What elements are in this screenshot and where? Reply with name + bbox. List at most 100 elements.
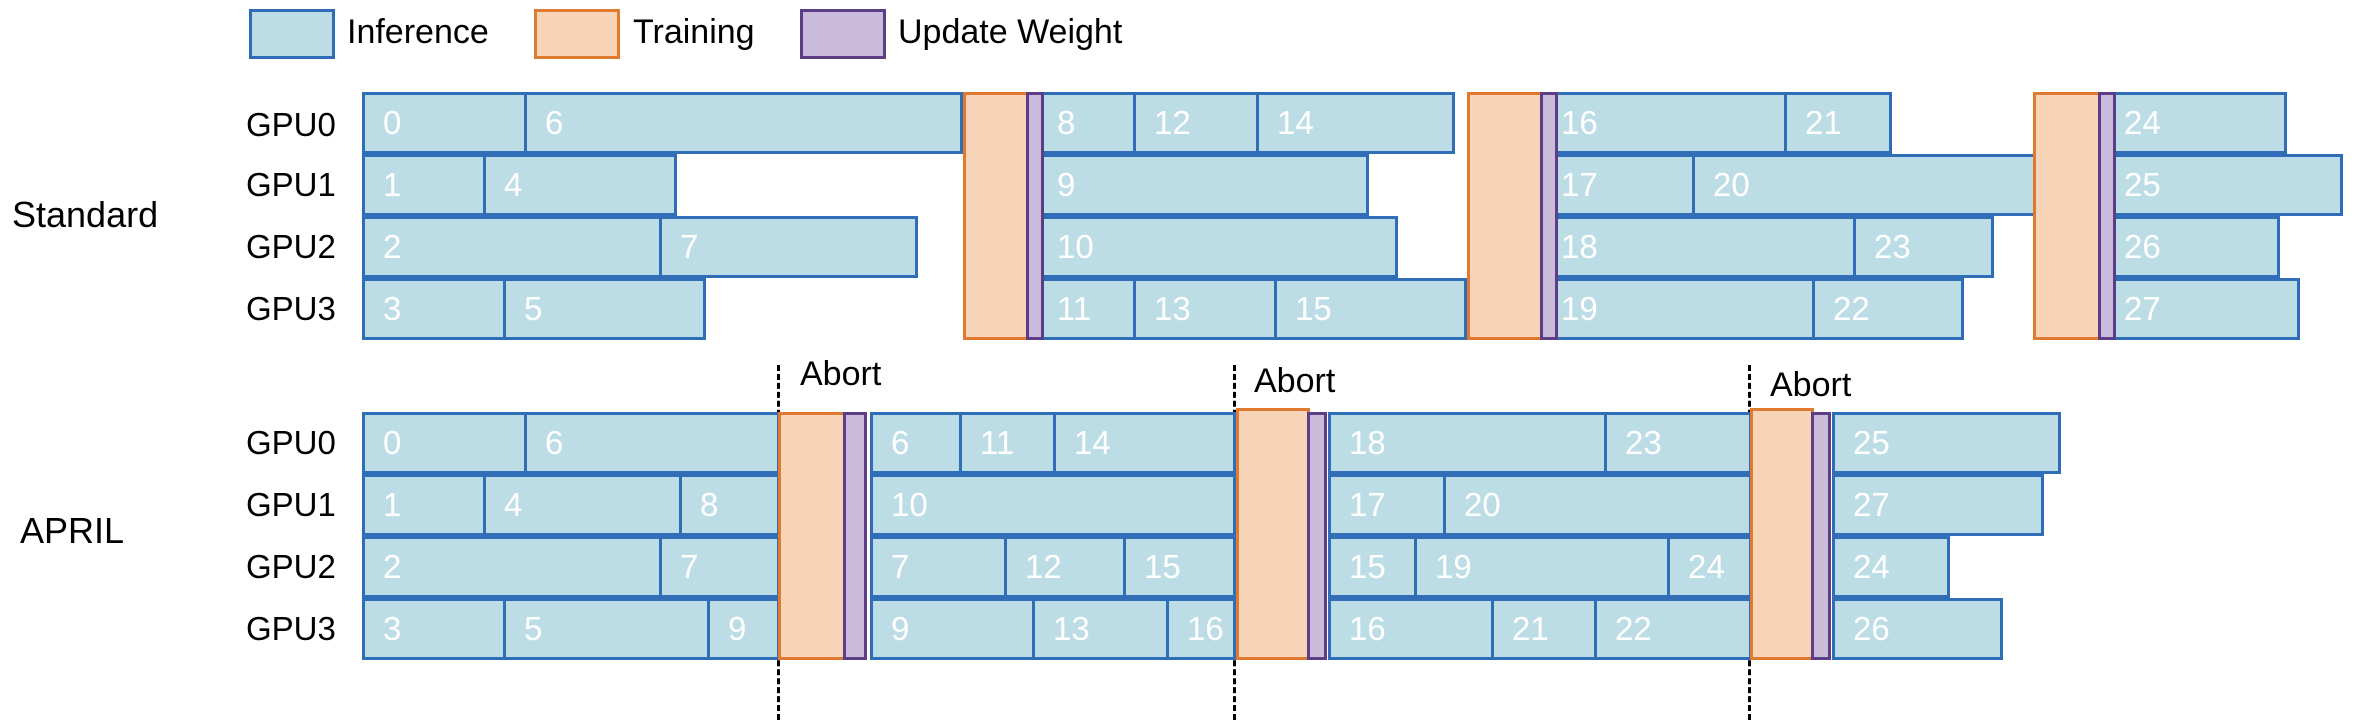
task-id: 17 xyxy=(1349,486,1386,523)
inference-task: 23 xyxy=(1853,216,1994,278)
task-id: 27 xyxy=(1853,486,1890,523)
update-weight-block xyxy=(1307,412,1327,660)
task-id: 14 xyxy=(1074,424,1111,461)
inference-task: 18 xyxy=(1328,412,1607,474)
task-id: 12 xyxy=(1154,104,1191,141)
task-id: 7 xyxy=(680,548,699,585)
inference-task: 16 xyxy=(1166,598,1236,660)
training-block xyxy=(1467,92,1543,340)
task-id: 22 xyxy=(1833,290,1870,327)
task-id: 0 xyxy=(383,424,402,461)
task-id: 13 xyxy=(1053,610,1090,647)
task-id: 22 xyxy=(1615,610,1652,647)
task-id: 8 xyxy=(1057,104,1076,141)
standard-label: Standard xyxy=(12,194,159,235)
inference-task: 24 xyxy=(2103,92,2287,154)
april-gpu3-label: GPU3 xyxy=(246,610,336,647)
training-block xyxy=(1750,408,1814,660)
task-id: 24 xyxy=(2124,104,2161,141)
task-id: 9 xyxy=(1057,166,1076,203)
task-id: 4 xyxy=(504,166,523,203)
task-id: 19 xyxy=(1561,290,1598,327)
inference-task: 2 xyxy=(362,216,662,278)
task-id: 18 xyxy=(1561,228,1598,265)
task-id: 20 xyxy=(1464,486,1501,523)
april-label: APRIL xyxy=(20,510,125,551)
update-weight-block xyxy=(1540,92,1558,340)
task-id: 2 xyxy=(383,548,402,585)
inference-task: 1 xyxy=(362,474,486,536)
task-id: 15 xyxy=(1349,548,1386,585)
task-id: 1 xyxy=(383,486,402,523)
inference-task: 6 xyxy=(870,412,962,474)
training-block xyxy=(1236,408,1310,660)
inference-task: 24 xyxy=(1667,536,1752,598)
inference-task: 12 xyxy=(1133,92,1259,154)
inference-task: 22 xyxy=(1594,598,1752,660)
legend-update-weight-swatch xyxy=(800,9,886,59)
update-weight-block xyxy=(1811,412,1831,660)
standard-gpu2-label: GPU2 xyxy=(246,228,336,265)
task-id: 26 xyxy=(2124,228,2161,265)
task-id: 6 xyxy=(545,424,564,461)
april-gpu0-label: GPU0 xyxy=(246,424,336,461)
inference-task: 2 xyxy=(362,536,662,598)
task-id: 10 xyxy=(1057,228,1094,265)
task-id: 8 xyxy=(700,486,719,523)
inference-task: 17 xyxy=(1540,154,1695,216)
task-id: 11 xyxy=(980,424,1015,461)
task-id: 1 xyxy=(383,166,402,203)
task-id: 14 xyxy=(1277,104,1314,141)
inference-task: 18 xyxy=(1540,216,1856,278)
abort-label: Abort xyxy=(1254,362,1336,400)
inference-task: 13 xyxy=(1032,598,1169,660)
inference-task: 25 xyxy=(2103,154,2343,216)
task-id: 7 xyxy=(891,548,910,585)
task-id: 3 xyxy=(383,290,402,327)
inference-task: 14 xyxy=(1256,92,1455,154)
task-id: 20 xyxy=(1713,166,1750,203)
inference-task: 11 xyxy=(1036,278,1136,340)
task-id: 10 xyxy=(891,486,928,523)
task-id: 26 xyxy=(1853,610,1890,647)
inference-task: 25 xyxy=(1832,412,2061,474)
task-id: 13 xyxy=(1154,290,1191,327)
inference-task: 7 xyxy=(659,536,780,598)
april-gpu2-label: GPU2 xyxy=(246,548,336,585)
inference-task: 3 xyxy=(362,278,506,340)
training-block xyxy=(2033,92,2101,340)
abort-label: Abort xyxy=(800,355,882,393)
inference-task: 22 xyxy=(1812,278,1964,340)
inference-task: 13 xyxy=(1133,278,1277,340)
task-id: 27 xyxy=(2124,290,2161,327)
legend-training-label: Training xyxy=(633,13,755,51)
standard-gpu0-label: GPU0 xyxy=(246,106,336,143)
inference-task: 20 xyxy=(1443,474,1752,536)
inference-task: 1 xyxy=(362,154,486,216)
inference-task: 10 xyxy=(870,474,1236,536)
inference-task: 17 xyxy=(1328,474,1446,536)
task-id: 23 xyxy=(1874,228,1911,265)
task-id: 9 xyxy=(728,610,747,647)
inference-task: 9 xyxy=(870,598,1035,660)
inference-task: 0 xyxy=(362,412,527,474)
task-id: 21 xyxy=(1805,104,1842,141)
april-gpu1-label: GPU1 xyxy=(246,486,336,523)
task-id: 0 xyxy=(383,104,402,141)
task-id: 23 xyxy=(1625,424,1662,461)
inference-task: 16 xyxy=(1540,92,1787,154)
inference-task: 4 xyxy=(483,474,682,536)
inference-task: 11 xyxy=(959,412,1056,474)
task-id: 4 xyxy=(504,486,523,523)
task-id: 15 xyxy=(1144,548,1181,585)
inference-task: 24 xyxy=(1832,536,1950,598)
task-id: 11 xyxy=(1057,290,1092,327)
inference-task: 19 xyxy=(1540,278,1815,340)
task-id: 25 xyxy=(1853,424,1890,461)
task-id: 7 xyxy=(680,228,699,265)
inference-task: 27 xyxy=(2103,278,2300,340)
inference-task: 27 xyxy=(1832,474,2044,536)
task-id: 5 xyxy=(524,290,543,327)
task-id: 16 xyxy=(1187,610,1224,647)
training-block xyxy=(963,92,1029,340)
